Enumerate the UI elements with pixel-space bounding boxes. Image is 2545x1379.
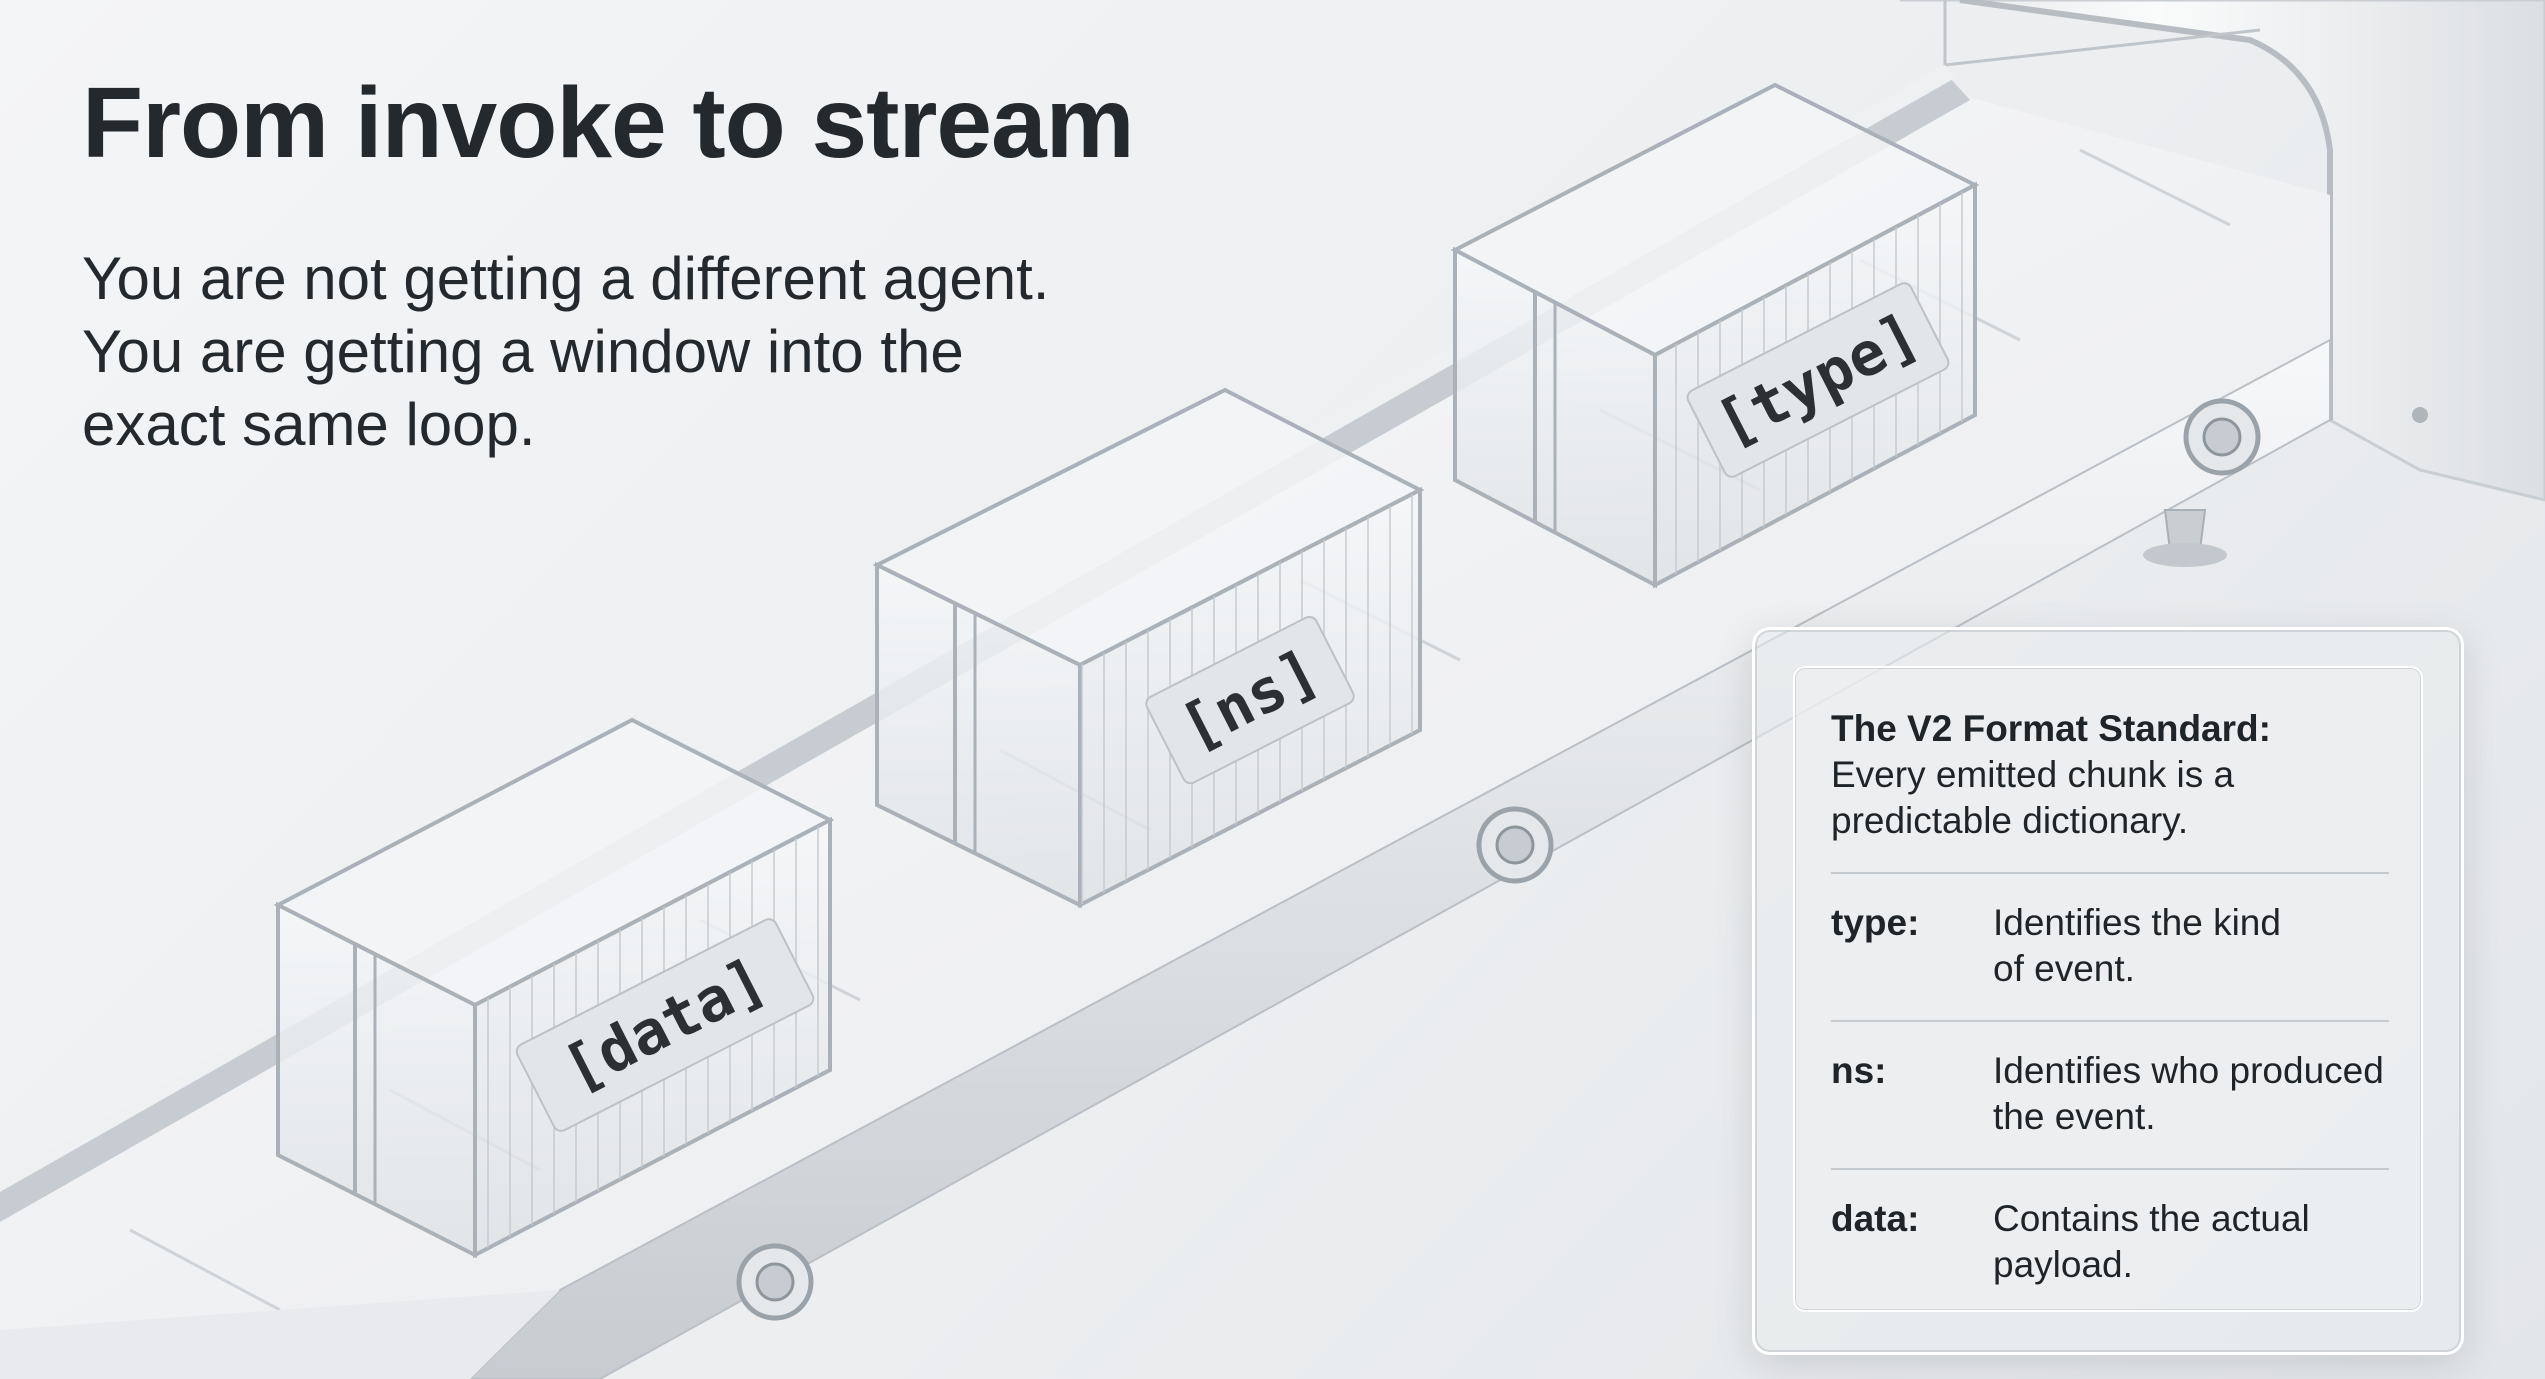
subtitle-line: You are not getting a different agent.: [82, 245, 1050, 312]
field-row-ns: ns: Identifies who produced the event.: [1831, 1020, 2389, 1140]
field-description: Identifies who produced the event.: [1993, 1048, 2384, 1140]
slide-subtitle: You are not getting a different agent. Y…: [82, 242, 1202, 461]
container-data: [data]: [273, 717, 835, 1259]
field-description: Identifies the kind of event.: [1993, 900, 2281, 992]
field-row-type: type: Identifies the kind of event.: [1831, 872, 2389, 992]
card-body-line: Every emitted chunk is a: [1831, 754, 2235, 795]
roller-bolt-icon: [736, 398, 2261, 1321]
card-header: The V2 Format Standard: Every emitted ch…: [1831, 706, 2389, 844]
field-description-line: Contains the actual: [1993, 1198, 2310, 1239]
field-description: Contains the actual payload.: [1993, 1196, 2310, 1288]
slide-title: From invoke to stream: [82, 67, 1135, 179]
field-description-line: payload.: [1993, 1244, 2133, 1285]
field-description-line: Identifies who produced: [1993, 1050, 2384, 1091]
field-description-line: the event.: [1993, 1096, 2156, 1137]
card-heading: The V2 Format Standard:: [1831, 708, 2271, 749]
field-description-line: of event.: [1993, 948, 2135, 989]
field-key: type:: [1831, 902, 1920, 943]
format-standard-card: The V2 Format Standard: Every emitted ch…: [1752, 627, 2464, 1355]
card-body-line: predictable dictionary.: [1831, 800, 2189, 841]
field-row-data: data: Contains the actual payload.: [1831, 1168, 2389, 1288]
container-ns: [ns]: [872, 387, 1425, 909]
field-description-line: Identifies the kind: [1993, 902, 2281, 943]
container-type: [type]: [1450, 82, 1980, 589]
subtitle-line: You are getting a window into the: [82, 318, 964, 385]
format-standard-card-inner: The V2 Format Standard: Every emitted ch…: [1793, 666, 2423, 1312]
field-key: data:: [1831, 1198, 1920, 1239]
field-key: ns:: [1831, 1050, 1887, 1091]
subtitle-line: exact same loop.: [82, 391, 536, 458]
